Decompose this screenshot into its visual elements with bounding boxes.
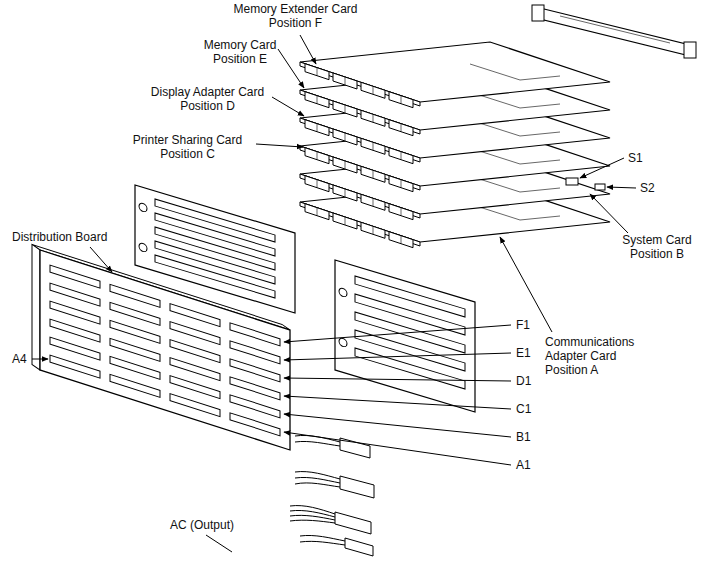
leader-line: [284, 325, 511, 342]
card-guide: [335, 260, 475, 412]
leader-line: [284, 432, 511, 465]
power-plugs: [290, 435, 374, 556]
board-label: Distribution Board: [12, 230, 107, 244]
leader-line: [284, 353, 511, 360]
leader-line: [256, 144, 303, 147]
connector-label: D1: [516, 374, 531, 388]
connector-label: A1: [516, 458, 531, 472]
leader-line: [300, 35, 316, 64]
card-stack: [300, 42, 610, 248]
leader-line: [590, 194, 628, 233]
switch-symbol: [566, 178, 578, 185]
leader-line: [206, 535, 232, 552]
leader-line: [607, 187, 636, 188]
connector-label: B1: [516, 430, 531, 444]
card-label: Memory Card Position E: [190, 38, 290, 66]
switch-label: S2: [640, 181, 655, 195]
leader-lines: [32, 35, 636, 552]
leader-line: [580, 158, 624, 178]
connector-label: F1: [516, 318, 530, 332]
leader-line: [284, 414, 511, 437]
connector-label: A4: [12, 352, 27, 366]
card-label: Display Adapter Card Position D: [145, 85, 270, 113]
leader-line: [90, 247, 112, 272]
card-rail: [532, 5, 696, 58]
distribution-board: [32, 244, 290, 450]
leader-line: [284, 378, 511, 381]
leader-line: [272, 97, 304, 116]
card-label: Memory Extender Card Position F: [228, 2, 363, 30]
leader-line: [278, 49, 304, 88]
output-label: AC (Output): [170, 518, 234, 532]
card: [300, 42, 610, 108]
connector-label: C1: [516, 402, 531, 416]
switch-symbol: [595, 184, 605, 190]
leader-line: [284, 396, 511, 409]
card-label: System Card Position B: [612, 233, 702, 261]
switch-label: S1: [628, 151, 643, 165]
leader-line: [32, 359, 48, 360]
card-label: Printer Sharing Card Position C: [125, 133, 250, 161]
leader-line: [500, 237, 552, 332]
card-label: Communications Adapter Card Position A: [545, 335, 645, 377]
connector-label: E1: [516, 346, 531, 360]
